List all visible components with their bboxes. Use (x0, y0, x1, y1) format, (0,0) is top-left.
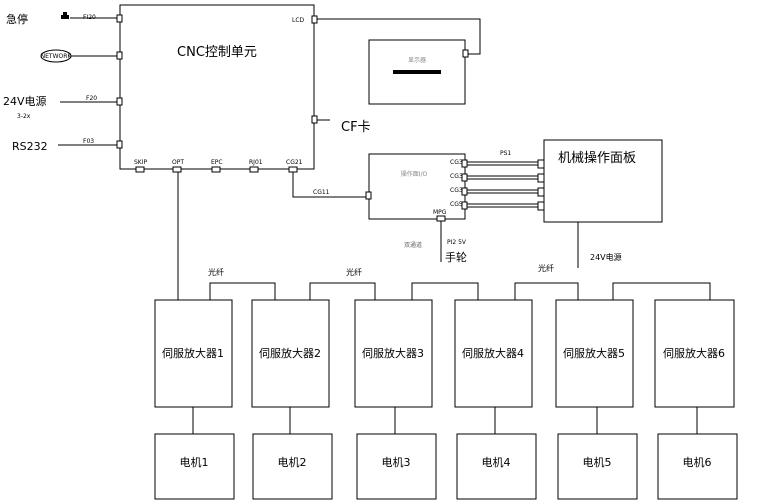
port-epc-label: EPC (211, 159, 223, 166)
servo-box-2 (251, 299, 330, 408)
machine-panel-title: 机械操作面板 (558, 150, 636, 166)
display-screen-bar (393, 70, 441, 74)
servo-label-4: 伺服放大器4 (462, 346, 524, 360)
port-fi20-node (116, 14, 123, 23)
servo-box-3 (354, 299, 433, 408)
estop-icon (61, 12, 69, 19)
power24-label: 24V电源 (3, 94, 47, 108)
ps1-label: PS1 (500, 150, 511, 157)
motor-label-6: 电机6 (683, 455, 712, 469)
port-skip-label: SKIP (134, 159, 148, 166)
port-cg21-label: CG21 (286, 159, 303, 166)
io-port-cg31-label: CG31 (450, 159, 467, 166)
cnc-title: CNC控制单元 (177, 45, 257, 60)
motor-box-4 (456, 433, 537, 500)
fiber-label-1: 光纤 (208, 267, 224, 277)
servo-label-2: 伺服放大器2 (259, 346, 321, 360)
rs232-label: RS232 (12, 140, 48, 153)
motor-cables (192, 407, 698, 434)
handwheel-label: 手轮 (445, 250, 467, 264)
io-port-cg5-label: CG5 (450, 201, 463, 208)
cg11-label: CG11 (313, 189, 330, 196)
machine-panel-box (543, 139, 663, 223)
port-f03-node (116, 140, 123, 149)
servo-box-6 (654, 299, 735, 408)
servo-label-5: 伺服放大器5 (563, 346, 625, 360)
display-title: 显示器 (408, 57, 426, 64)
cnc-unit (119, 4, 315, 170)
mpg-port-node (436, 215, 446, 222)
io-unit-box (368, 153, 466, 220)
motor-box-2 (252, 433, 333, 500)
port-f03-label: F03 (83, 138, 94, 145)
motor-box-1 (154, 433, 235, 500)
mpg-power-label: PI2 5V (447, 239, 467, 246)
servo-label-1: 伺服放大器1 (162, 346, 224, 360)
port-lcd-node (311, 15, 318, 24)
port-network-node (116, 51, 123, 60)
port-lcd-label: LCD (292, 17, 305, 24)
motor-box-3 (356, 433, 437, 500)
network-label: NETWORK (41, 53, 73, 60)
estop-label: 急停 (6, 12, 28, 26)
motor-label-4: 电机4 (482, 455, 511, 469)
motor-label-1: 电机1 (180, 455, 209, 469)
servo-amplifiers (154, 299, 735, 408)
power24-sub-label: 3-2x (17, 113, 31, 120)
fiber-label-3: 光纤 (538, 263, 554, 273)
io-panel-bus (461, 159, 545, 211)
io-port-cg32-label: CG32 (450, 173, 467, 180)
motor-label-5: 电机5 (583, 455, 612, 469)
servo-label-6: 伺服放大器6 (663, 346, 725, 360)
port-epc-node (211, 166, 221, 173)
port-skip-node (135, 166, 145, 173)
port-f20-label: F20 (86, 95, 97, 102)
panel-power-label: 24V电源 (590, 252, 622, 262)
io-port-cg33-label: CG33 (450, 187, 467, 194)
port-cg21-node (288, 166, 298, 173)
port-opt-label: OPT (172, 159, 184, 166)
servo-box-1 (154, 299, 233, 408)
servo-box-4 (454, 299, 533, 408)
cg21-cable (292, 172, 366, 198)
port-cf-node (311, 115, 318, 124)
servo-box-5 (555, 299, 634, 408)
io-unit-title: 操作面I/O (401, 170, 428, 178)
cf-card-label: CF卡 (341, 120, 371, 135)
io-left-port-node (365, 191, 372, 200)
servo-label-3: 伺服放大器3 (362, 346, 424, 360)
fiber-label-2: 光纤 (346, 267, 362, 277)
port-rj01-node (249, 166, 259, 173)
port-rj01-label: RJ01 (249, 159, 263, 166)
lcd-cable (317, 18, 481, 55)
motors (154, 433, 738, 500)
display-port-node (462, 49, 469, 58)
port-f20-node (116, 97, 123, 106)
motor-box-6 (657, 433, 738, 500)
port-opt-node (172, 166, 182, 173)
mpg-label: MPG (433, 209, 447, 216)
motor-label-3: 电机3 (382, 455, 411, 469)
fiber-links (209, 282, 711, 300)
motor-box-5 (557, 433, 638, 500)
dual-channel-label: 双通道 (404, 241, 422, 249)
motor-label-2: 电机2 (278, 455, 307, 469)
